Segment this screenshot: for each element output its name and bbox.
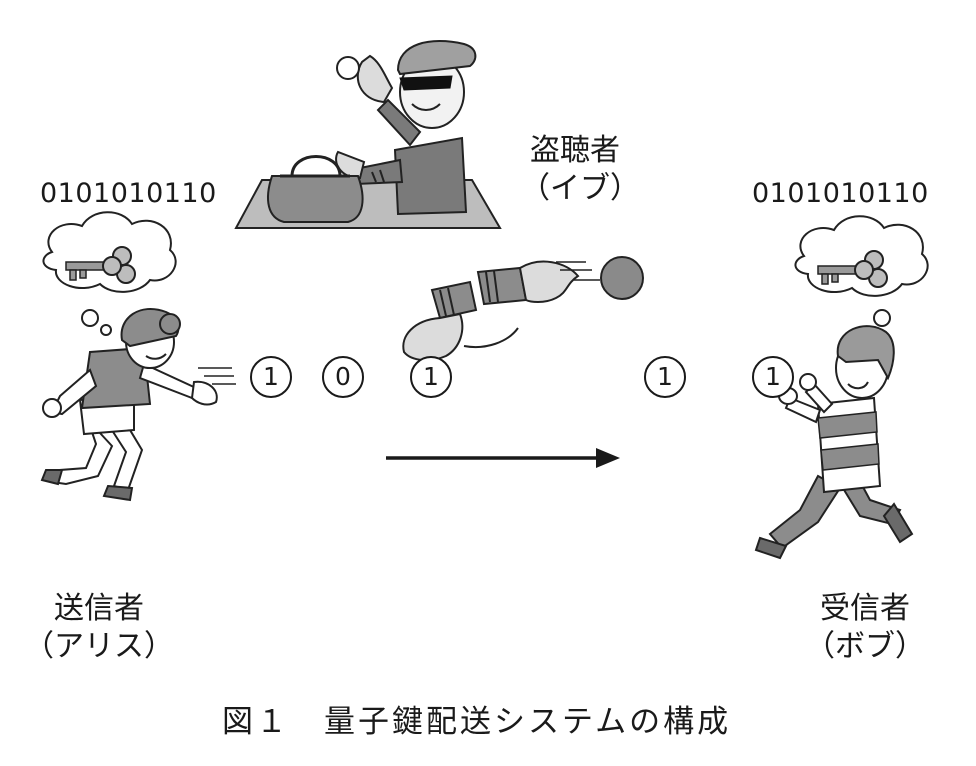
receiver-role: 受信者 [820, 591, 910, 626]
receiver-name: （ボブ） [805, 629, 925, 664]
eavesdropper-figure [234, 40, 502, 229]
intercepting-hands [402, 256, 644, 362]
eavesdropper-label: 盗聴者 （イブ） [520, 132, 640, 208]
photon-bit: 1 [644, 356, 686, 398]
sender-label: 送信者 （アリス） [24, 590, 174, 666]
key-icon [65, 246, 136, 284]
photon-bit: 1 [752, 356, 794, 398]
sender-role: 送信者 [54, 591, 144, 626]
key-icon [817, 250, 888, 288]
eavesdropper-role: 盗聴者 [530, 133, 620, 168]
sender-bit-string: 0101010110 [40, 178, 217, 209]
photon-bit: 0 [322, 356, 364, 398]
sender-name: （アリス） [24, 629, 174, 664]
receiver-bit-string: 0101010110 [752, 178, 929, 209]
receiver-figure [754, 215, 929, 560]
sender-figure [40, 211, 236, 502]
receiver-label: 受信者 （ボブ） [800, 590, 930, 666]
photon-bit: 1 [250, 356, 292, 398]
photon-bit: 1 [410, 356, 452, 398]
eavesdropper-name: （イブ） [520, 171, 640, 206]
transmission-arrow [386, 448, 620, 468]
figure-caption: 図１ 量子鍵配送システムの構成 [222, 704, 732, 740]
